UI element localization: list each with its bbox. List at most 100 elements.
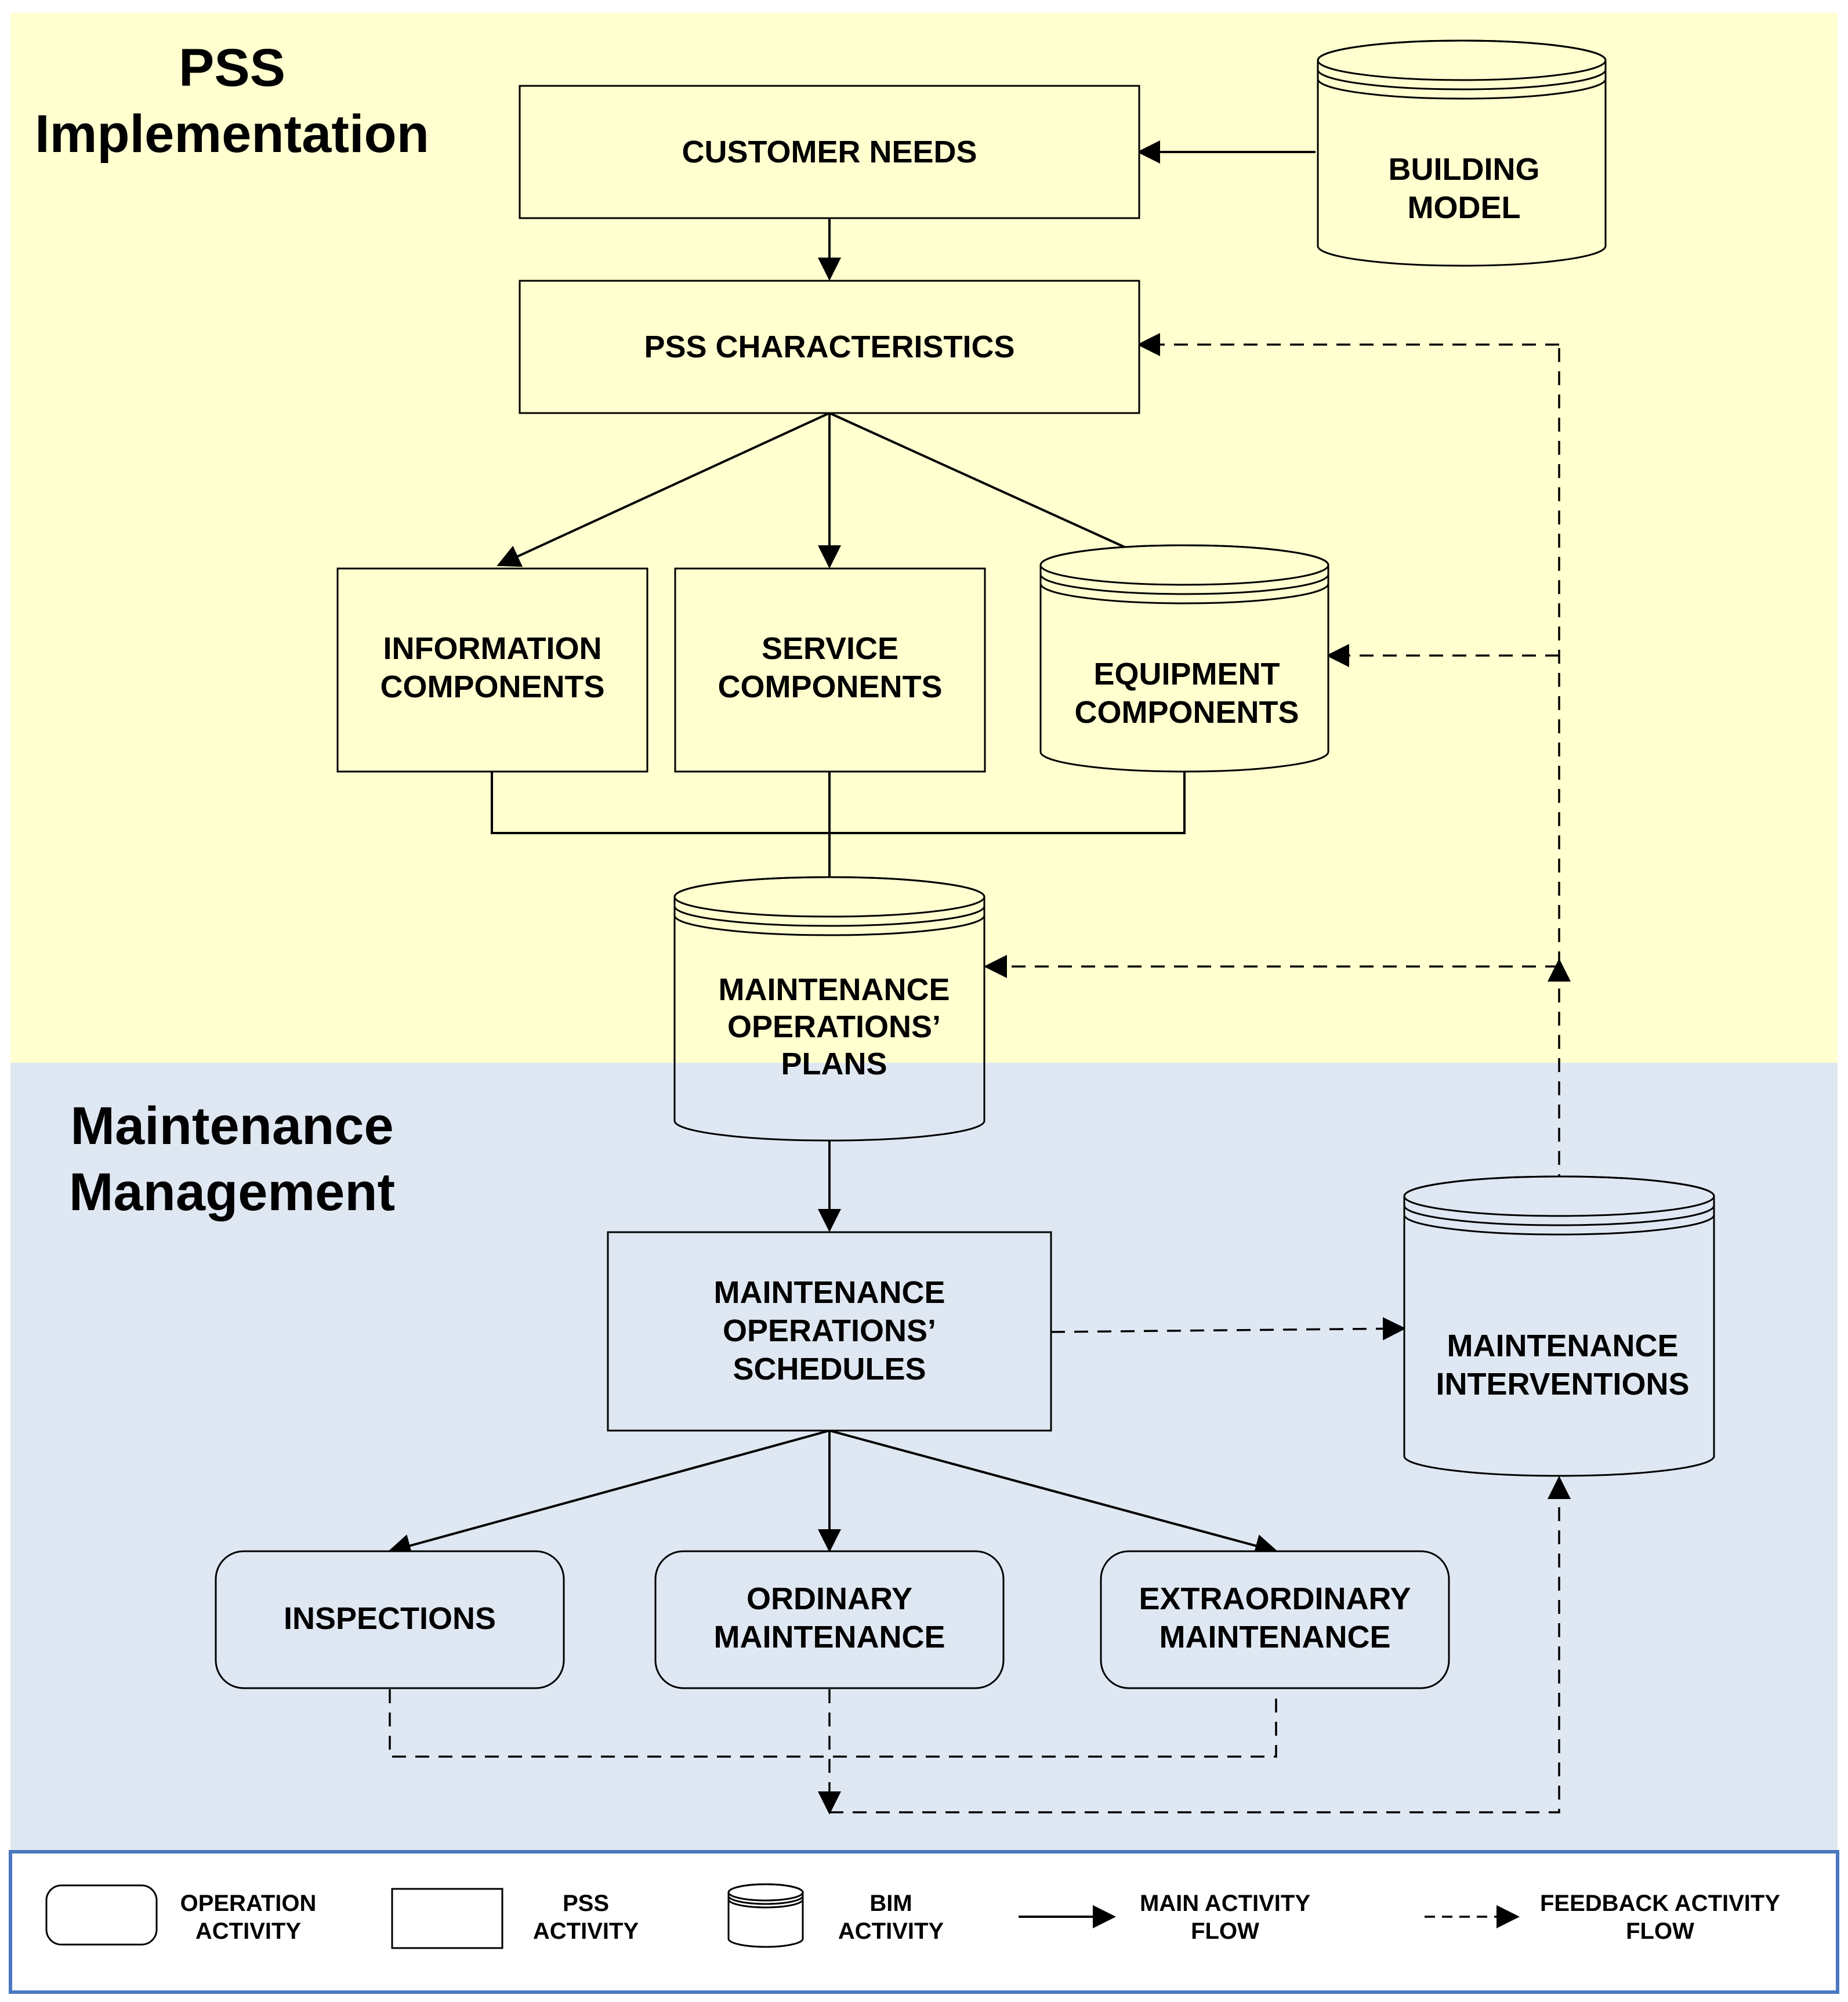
- label-line: OPERATIONS’: [723, 1313, 936, 1348]
- label-line: INFORMATION: [383, 631, 602, 666]
- cylinder-band: [727, 1895, 804, 1905]
- edge-components-join: [491, 770, 1186, 834]
- ordinary-maintenance-label: ORDINARY MAINTENANCE: [714, 1581, 945, 1655]
- pss-characteristics-label: PSS CHARACTERISTICS: [644, 330, 1014, 364]
- cylinder-band: [727, 1899, 804, 1909]
- cylinder-fill-bottom: [675, 1063, 984, 1141]
- feedback-flow-edges: [389, 333, 1571, 1815]
- label-line: BIM: [869, 1891, 912, 1916]
- label-line: PSS: [563, 1891, 609, 1916]
- label-line: MAINTENANCE: [719, 972, 950, 1007]
- cylinder-body: [1403, 1175, 1715, 1477]
- label-line: MAINTENANCE: [714, 1275, 945, 1310]
- label-line: OPERATIONS’: [727, 1009, 941, 1044]
- cylinder-band: [1403, 1205, 1715, 1226]
- cylinder-rim: [1403, 1175, 1715, 1217]
- label-line: MAINTENANCE: [1159, 1620, 1391, 1655]
- label-line: PLANS: [781, 1047, 887, 1081]
- edge-schedules-to-extraordinary: [829, 1429, 1278, 1557]
- label-line: Implementation: [35, 104, 429, 164]
- legend-bim-swatch: [727, 1883, 804, 1948]
- cylinder-rim: [1317, 39, 1607, 81]
- label-line: BUILDING: [1389, 152, 1540, 187]
- legend-pss-swatch: [391, 1888, 503, 1949]
- label-line: CUSTOMER NEEDS: [682, 135, 977, 169]
- node-customer-needs: CUSTOMER NEEDS: [519, 85, 1140, 219]
- cylinder-band: [673, 906, 985, 927]
- edge-bottom-to-interventions: [829, 1476, 1571, 1813]
- node-maintenance-interventions: MAINTENANCE INTERVENTIONS: [1403, 1175, 1715, 1477]
- cylinder-rim: [673, 876, 985, 918]
- legend-frame: [9, 1850, 1839, 1994]
- label-line: OPERATION: [180, 1891, 317, 1916]
- label-line: MAINTENANCE: [714, 1620, 945, 1655]
- label-line: COMPONENTS: [380, 669, 604, 704]
- customer-needs-label: CUSTOMER NEEDS: [682, 135, 977, 169]
- label-line: EXTRAORDINARY: [1139, 1581, 1411, 1616]
- label-line: MAINTENANCE: [1447, 1328, 1679, 1363]
- cylinder-band: [1403, 1214, 1715, 1236]
- edge-activities-join: [389, 1689, 1277, 1758]
- node-pss-characteristics: PSS CHARACTERISTICS: [519, 280, 1140, 414]
- label-line: Maintenance: [70, 1096, 393, 1156]
- label-line: SERVICE: [762, 631, 898, 666]
- edge-schedules-to-inspections: [387, 1429, 830, 1557]
- label-line: PSS CHARACTERISTICS: [644, 330, 1014, 364]
- inspections-label: INSPECTIONS: [284, 1601, 496, 1636]
- cylinder-band: [1039, 583, 1329, 604]
- label-line: COMPONENTS: [1074, 695, 1299, 730]
- label-line: ACTIVITY: [533, 1918, 639, 1944]
- label-line: FEEDBACK ACTIVITY: [1540, 1891, 1780, 1916]
- cylinder-band: [673, 915, 985, 936]
- label-line: MAIN ACTIVITY: [1140, 1891, 1310, 1916]
- cylinder-band: [1317, 78, 1607, 100]
- label-line: FLOW: [1626, 1918, 1694, 1944]
- cylinder-band: [1039, 574, 1329, 595]
- extraordinary-maintenance-label: EXTRAORDINARY MAINTENANCE: [1139, 1581, 1411, 1655]
- cylinder-body: [727, 1883, 804, 1948]
- node-extraordinary-maintenance: EXTRAORDINARY MAINTENANCE: [1100, 1550, 1450, 1689]
- pss-implementation-title: PSS Implementation: [35, 38, 429, 164]
- label-line: INTERVENTIONS: [1436, 1367, 1689, 1402]
- label-line: INSPECTIONS: [284, 1601, 496, 1636]
- edge-schedules-to-interventions: [1050, 1317, 1406, 1341]
- cylinder-band: [1317, 69, 1607, 90]
- label-line: Management: [69, 1163, 395, 1222]
- cylinder-rim: [727, 1883, 804, 1902]
- legend-operation-swatch: [45, 1884, 158, 1946]
- label-line: SCHEDULES: [733, 1352, 926, 1386]
- label-line: MODEL: [1408, 190, 1521, 225]
- maintenance-interventions-label: MAINTENANCE INTERVENTIONS: [1436, 1328, 1689, 1402]
- label-line: EQUIPMENT: [1093, 657, 1280, 692]
- label-line: ORDINARY: [747, 1581, 912, 1616]
- node-ordinary-maintenance: ORDINARY MAINTENANCE: [654, 1550, 1005, 1689]
- label-line: ACTIVITY: [838, 1918, 944, 1944]
- label-line: COMPONENTS: [718, 669, 942, 704]
- node-inspections: INSPECTIONS: [215, 1550, 565, 1689]
- label-line: PSS: [179, 38, 285, 97]
- label-line: ACTIVITY: [195, 1918, 302, 1944]
- cylinder-rim: [1039, 544, 1329, 586]
- edge-pss-to-information: [497, 412, 830, 567]
